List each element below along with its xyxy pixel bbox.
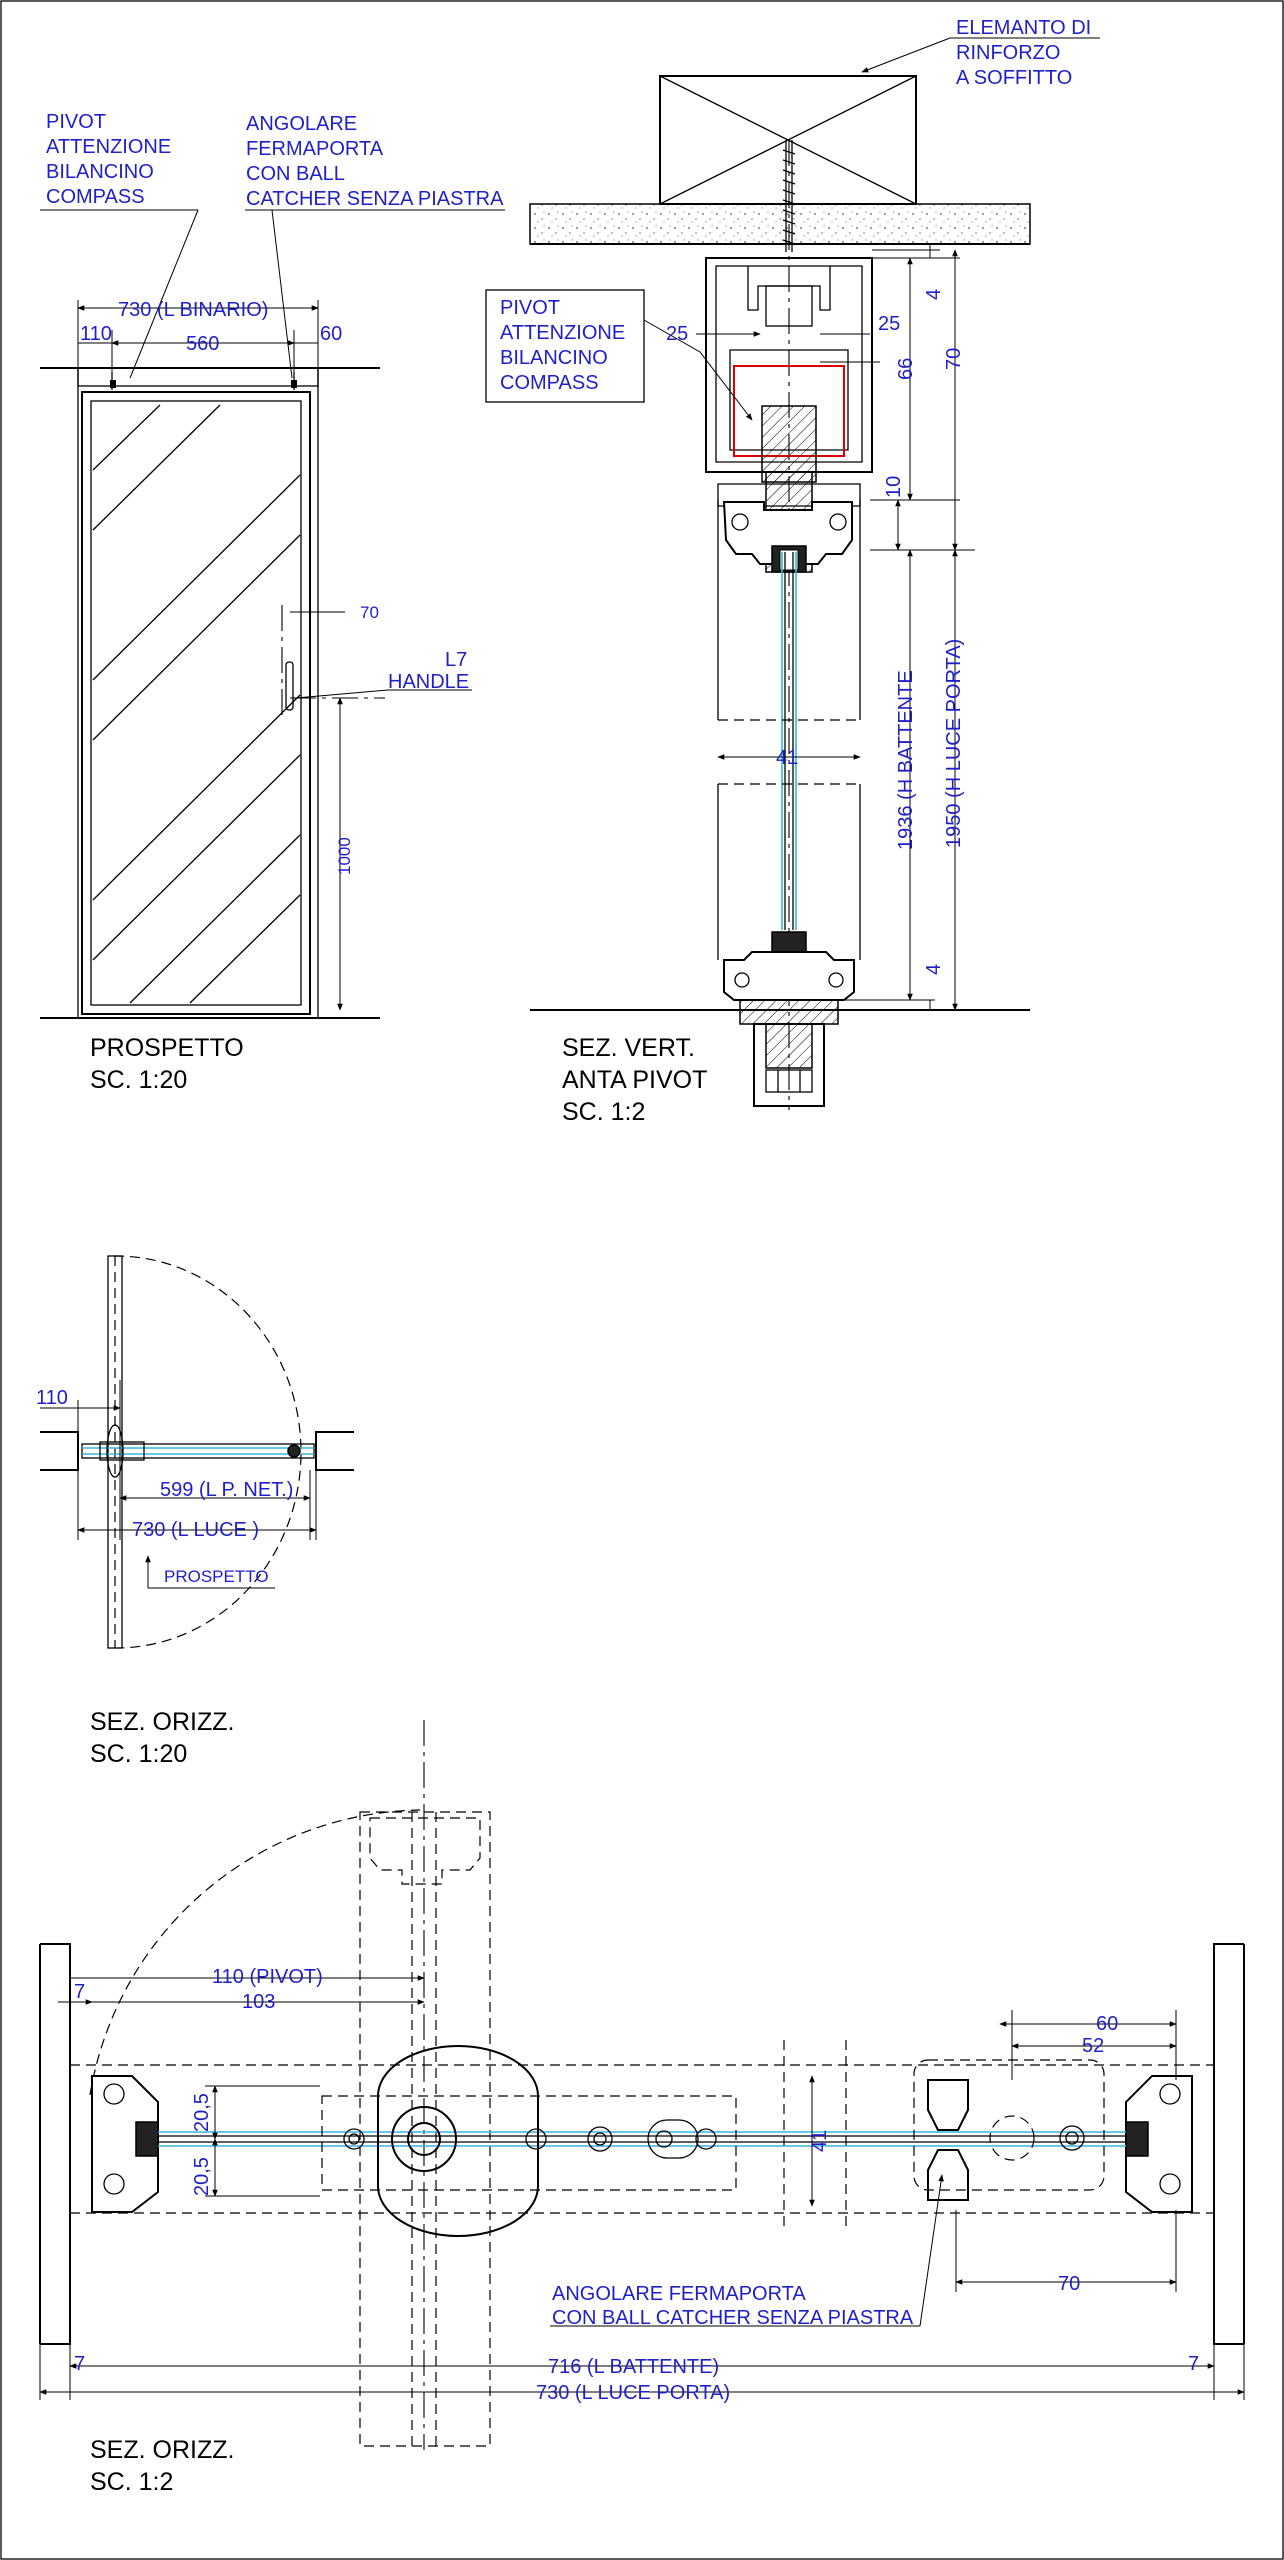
horizontal-section-small <box>40 1255 354 1649</box>
dim-10: 10 <box>883 476 905 498</box>
sez-orizz-20-title-2: SC. 1:20 <box>90 1740 187 1768</box>
dim-110: 110 <box>80 323 112 345</box>
dim-560: 560 <box>186 333 219 355</box>
swing-arc-detail <box>89 1809 421 2096</box>
dim-70-handle: 70 <box>360 603 379 622</box>
pivot-box-label-1: PIVOT <box>500 297 560 319</box>
dim-60: 60 <box>320 323 342 345</box>
sez-orizz-2-title-2: SC. 1:2 <box>90 2468 173 2496</box>
detail-dim-205-bottom: 20,5 <box>191 2157 213 2196</box>
plan-dim-599: 599 (L P. NET.) <box>160 1479 293 1501</box>
dim-4-bottom: 4 <box>923 964 945 975</box>
sez-vert-title-1: SEZ. VERT. <box>562 1034 695 1062</box>
ball-catcher-bottom <box>927 2149 969 2201</box>
detail-dim-103: 103 <box>242 1991 275 2013</box>
detail-dim-205-top: 20,5 <box>191 2093 213 2132</box>
plan-prospetto-label: PROSPETTO <box>164 1567 269 1586</box>
left-profile <box>91 2075 159 2213</box>
angolare-top-label-1: ANGOLARE <box>246 113 357 135</box>
top-rail <box>705 257 873 473</box>
ceiling-slab <box>529 203 1031 245</box>
pivot-box-label-2: ATTENZIONE <box>500 322 625 344</box>
pivot-box-label-4: COMPASS <box>500 372 599 394</box>
handle-shape <box>285 661 294 711</box>
angolare-bottom-label-1: ANGOLARE FERMAPORTA <box>552 2283 806 2305</box>
pivot-left-label-4: COMPASS <box>46 186 145 208</box>
prospetto-title-2: SC. 1:20 <box>90 1066 187 1094</box>
lower-clamp <box>723 951 855 1001</box>
dim-25-right: 25 <box>878 313 900 335</box>
reinforcement-label-1: ELEMANTO DI <box>956 17 1091 39</box>
prospetto-elevation <box>40 209 505 1019</box>
ball-catcher-top <box>927 2079 969 2131</box>
plan-dim-110: 110 <box>36 1387 68 1409</box>
dim-h-luce: 1950 (H LUCE PORTA) <box>943 639 965 848</box>
detail-dim-60: 60 <box>1096 2013 1118 2035</box>
vertical-section <box>485 37 1100 1110</box>
detail-dim-730: 730 (L LUCE PORTA) <box>536 2382 730 2404</box>
sez-vert-title-2: ANTA PIVOT <box>562 1066 707 1094</box>
upper-clamp <box>722 501 853 565</box>
handle-label-1: L7 <box>445 649 467 671</box>
dim-4-top: 4 <box>923 289 945 300</box>
dim-70-right: 70 <box>943 348 965 370</box>
pivot-plate <box>377 2045 539 2237</box>
reinforcement-label-3: A SOFFITTO <box>956 67 1072 89</box>
detail-dim-110-pivot: 110 (PIVOT) <box>212 1966 323 1988</box>
reinforcement-label-2: RINFORZO <box>956 42 1060 64</box>
dim-h-battente: 1936 (H BATTENTE <box>895 670 917 850</box>
detail-dim-7-left: 7 <box>74 2353 85 2375</box>
swing-arc-small <box>113 1255 302 1649</box>
detail-dim-7-top: 7 <box>74 1981 85 2003</box>
detail-dim-716: 716 (L BATTENTE) <box>548 2356 719 2378</box>
dim-41-vert: 41 <box>776 747 798 769</box>
plan-dim-730: 730 (L LUCE ) <box>132 1519 259 1541</box>
right-profile <box>1125 2075 1193 2213</box>
prospetto-title-1: PROSPETTO <box>90 1034 244 1062</box>
sez-orizz-2-title-1: SEZ. ORIZZ. <box>90 2436 234 2464</box>
sez-vert-title-3: SC. 1:2 <box>562 1098 645 1126</box>
pivot-left-label-3: BILANCINO <box>46 161 154 183</box>
dim-25-left: 25 <box>666 323 688 345</box>
dim-1000: 1000 <box>335 837 354 875</box>
sez-orizz-20-title-1: SEZ. ORIZZ. <box>90 1708 234 1736</box>
dim-binario: 730 (L BINARIO) <box>118 299 268 321</box>
dim-66: 66 <box>895 358 917 380</box>
pivot-box-label-3: BILANCINO <box>500 347 608 369</box>
detail-dim-7-right: 7 <box>1188 2353 1199 2375</box>
pivot-left-label-2: ATTENZIONE <box>46 136 171 158</box>
detail-dim-41: 41 <box>809 2130 831 2152</box>
horizontal-section-detail <box>39 1720 1245 2450</box>
angolare-top-label-2: FERMAPORTA <box>246 138 384 160</box>
detail-dim-70: 70 <box>1058 2273 1080 2295</box>
glass-reflections <box>92 404 301 1004</box>
angolare-top-label-3: CON BALL <box>246 163 345 185</box>
detail-dim-52: 52 <box>1082 2035 1104 2057</box>
pivot-callout-box <box>485 289 645 403</box>
angolare-bottom-label-2: CON BALL CATCHER SENZA PIASTRA <box>552 2307 914 2329</box>
door-leaf <box>81 391 311 1015</box>
handle-label-2: HANDLE <box>388 671 469 693</box>
pivot-left-label-1: PIVOT <box>46 111 106 133</box>
angolare-top-label-4: CATCHER SENZA PIASTRA <box>246 188 504 210</box>
